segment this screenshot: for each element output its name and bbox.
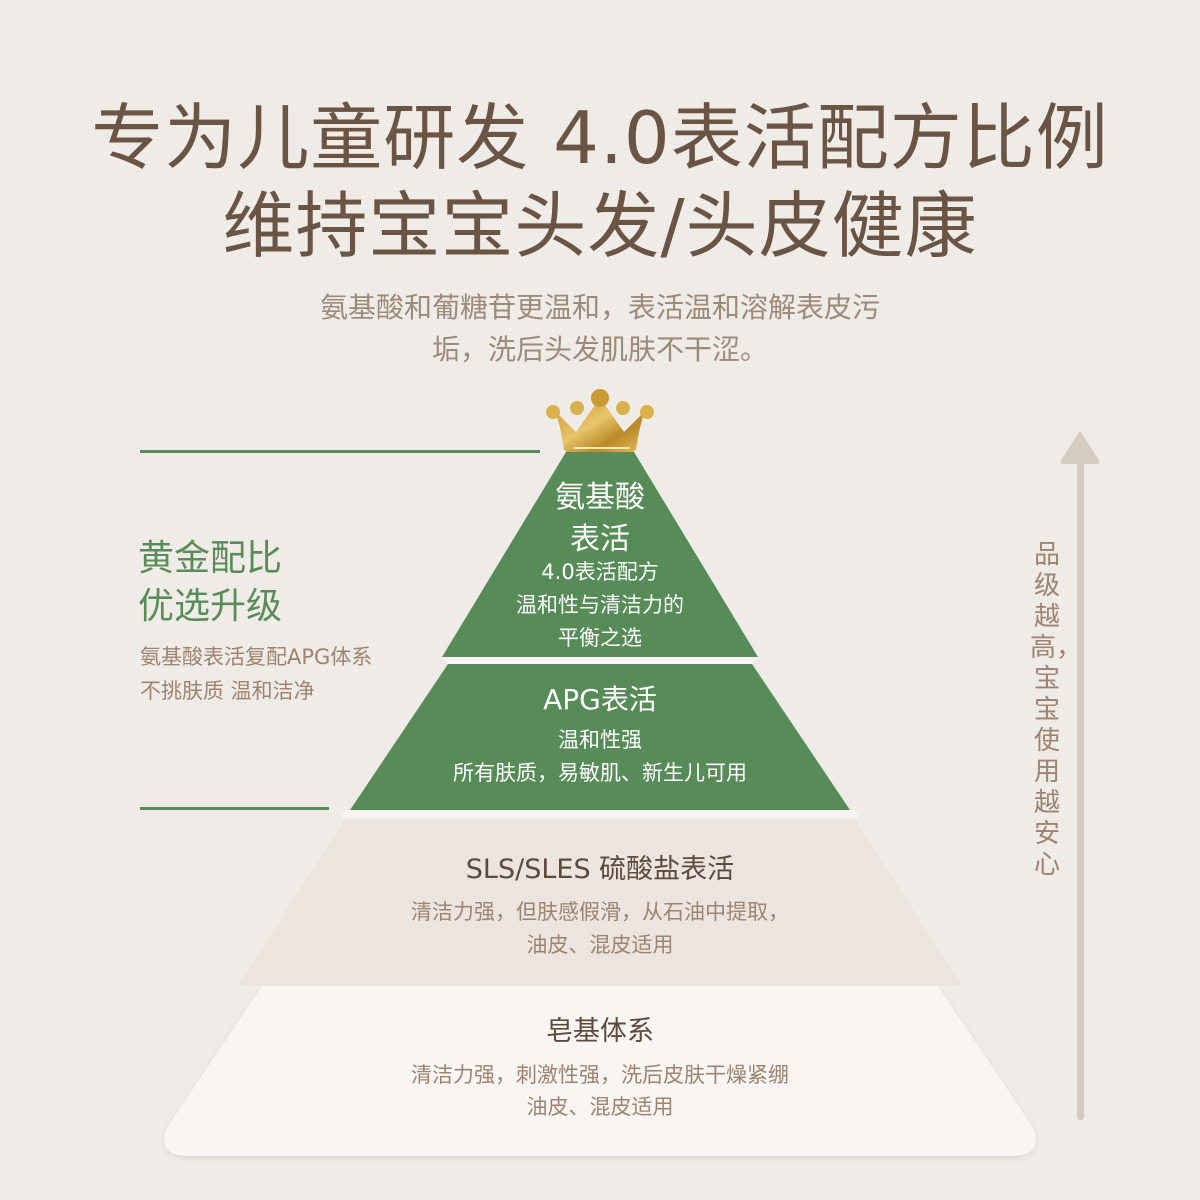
tier-1-desc-line-2: 温和性与清洁力的 — [516, 593, 684, 617]
tier-2-desc-line-2: 所有肤质，易敏肌、新生儿可用 — [453, 761, 747, 785]
tier-1-title-line-1: 氨基酸 — [555, 480, 645, 515]
tier-3-desc-line-1: 清洁力强，但肤感假滑，从石油中提取， — [411, 900, 789, 924]
side-heading-line-1: 黄金配比 — [138, 538, 283, 579]
tier-4-desc-line-1: 清洁力强，刺激性强，洗后皮肤干燥紧绷 — [411, 1063, 789, 1087]
tier-1-desc-line-1: 4.0表活配方 — [541, 560, 659, 584]
pyramid-tier-2-shape — [350, 664, 850, 810]
subtitle-line-1: 氨基酸和葡糖苷更温和，表活温和溶解表皮污 — [319, 291, 880, 324]
tier-4-desc-line-2: 油皮、混皮适用 — [526, 1095, 674, 1119]
tier-1-title-line-2: 表活 — [570, 522, 630, 557]
pyramid-tier-4-shape — [164, 986, 1036, 1156]
side-body-line-1: 氨基酸表活复配APG体系 — [140, 645, 373, 669]
tier-separator — [342, 810, 858, 818]
divider-line-top — [140, 450, 540, 453]
tier-separator — [442, 657, 758, 664]
page-title-line-1: 专为儿童研发 4.0表活配方比例 — [91, 96, 1109, 180]
tier-4-title: 皂基体系 — [546, 1016, 654, 1047]
tier-3-desc-line-2: 油皮、混皮适用 — [526, 933, 674, 957]
pyramid-tier-3-shape — [238, 820, 962, 985]
side-heading-line-2: 优选升级 — [138, 586, 283, 627]
tier-2-title: APG表活 — [543, 683, 657, 716]
page-title-line-2: 维持宝宝头发/头皮健康 — [222, 184, 978, 268]
subtitle-line-2: 垢，洗后头发肌肤不干涩。 — [431, 333, 768, 366]
arrow-up-icon — [1060, 431, 1100, 1120]
crown-icon — [546, 389, 654, 452]
tier-2-desc-line-1: 温和性强 — [558, 728, 642, 752]
pyramid-tier-1-shape — [442, 452, 758, 657]
tier-3-title: SLS/SLES 硫酸盐表活 — [465, 854, 735, 885]
axis-label: 品级越高，宝宝使用越安心 — [1030, 540, 1083, 880]
tier-1-desc-line-3: 平衡之选 — [558, 626, 642, 650]
side-body-line-2: 不挑肤质 温和洁净 — [140, 679, 315, 703]
divider-line-bottom — [140, 807, 329, 810]
